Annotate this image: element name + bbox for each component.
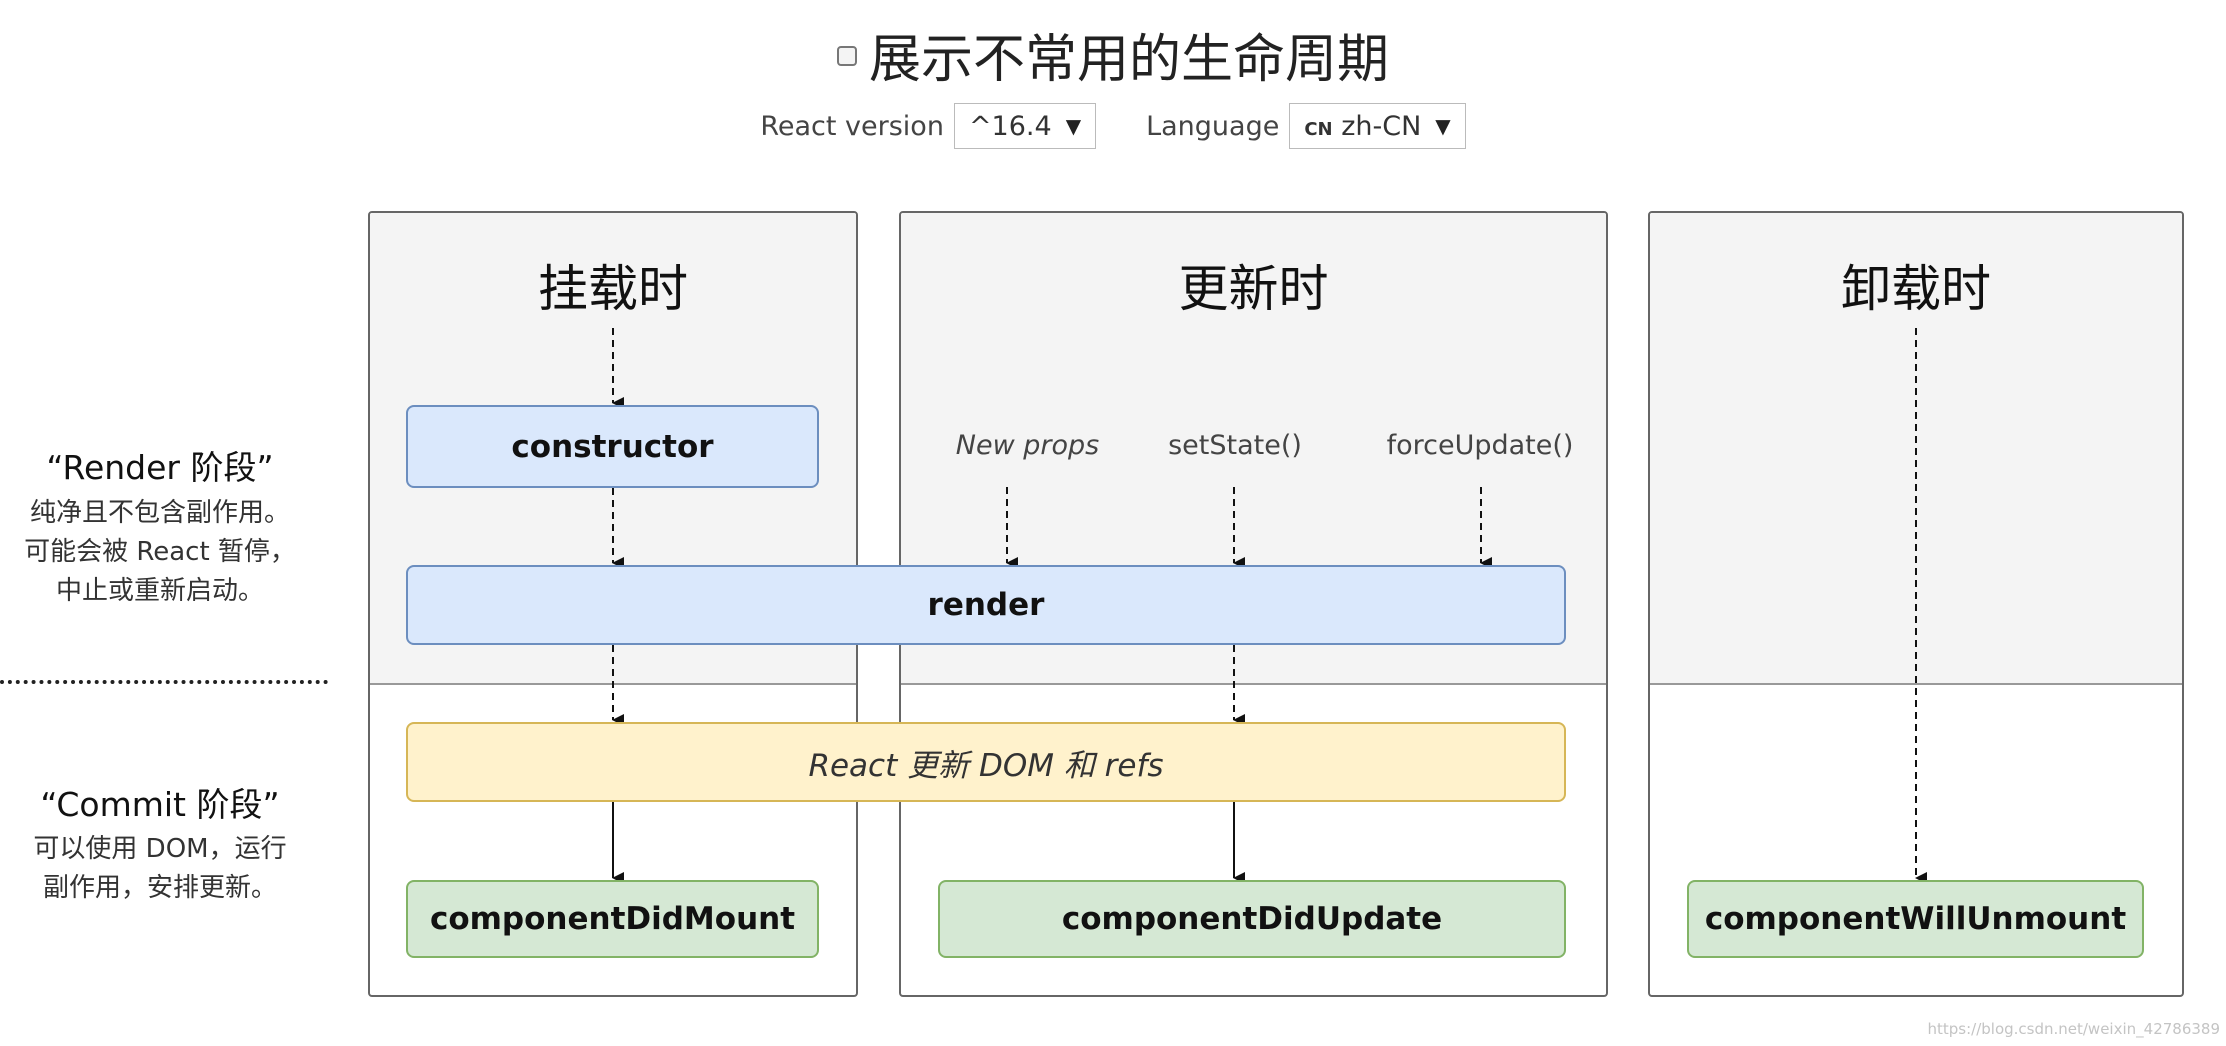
- show-uncommon-lifecycles-checkbox[interactable]: [836, 46, 857, 66]
- language-select[interactable]: CN zh-CN ▼: [1289, 103, 1466, 149]
- trigger-set-state: setState(): [1168, 430, 1302, 461]
- update-column-title: 更新时: [1178, 260, 1329, 318]
- render-phase-description: 纯净且不包含副作用。 可能会被 React 暂停， 中止或重新启动。: [24, 498, 296, 606]
- controls-row: React version ^16.4 ▼ Language CN zh-CN …: [0, 100, 2226, 152]
- unmount-column-title: 卸载时: [1841, 260, 1991, 318]
- language-label: Language: [1146, 110, 1280, 142]
- mount-column-title: 挂载时: [538, 260, 688, 318]
- commit-phase-description: 可以使用 DOM，运行 副作用，安排更新。: [33, 834, 287, 903]
- watermark: https://blog.csdn.net/weixin_42786389: [1927, 1020, 2220, 1038]
- render-phase-label: “Render 阶段”: [46, 448, 274, 487]
- component-did-update-box[interactable]: componentDidUpdate: [938, 880, 1566, 958]
- trigger-new-props: New props: [955, 430, 1100, 461]
- unmount-column: 卸载时: [1648, 211, 2184, 997]
- title-row: 展示不常用的生命周期: [0, 14, 2226, 94]
- commit-phase-label: “Commit 阶段”: [40, 785, 280, 824]
- react-version-value: ^16.4: [968, 110, 1052, 142]
- constructor-box[interactable]: constructor: [406, 405, 819, 488]
- trigger-force-update: forceUpdate(): [1386, 430, 1574, 461]
- dropdown-arrow-icon: ▼: [1435, 114, 1451, 138]
- component-will-unmount-box[interactable]: componentWillUnmount: [1687, 880, 2144, 958]
- render-box[interactable]: render: [406, 565, 1566, 645]
- dom-update-box[interactable]: React 更新 DOM 和 refs: [406, 722, 1566, 802]
- component-did-mount-box[interactable]: componentDidMount: [406, 880, 819, 958]
- phase-divider: [0, 680, 328, 684]
- react-version-select[interactable]: ^16.4 ▼: [953, 103, 1097, 149]
- language-value: zh-CN: [1341, 110, 1422, 142]
- dropdown-arrow-icon: ▼: [1065, 114, 1082, 138]
- language-flag: CN: [1304, 118, 1333, 140]
- page-title: 展示不常用的生命周期: [868, 29, 1389, 90]
- react-version-label: React version: [760, 110, 944, 142]
